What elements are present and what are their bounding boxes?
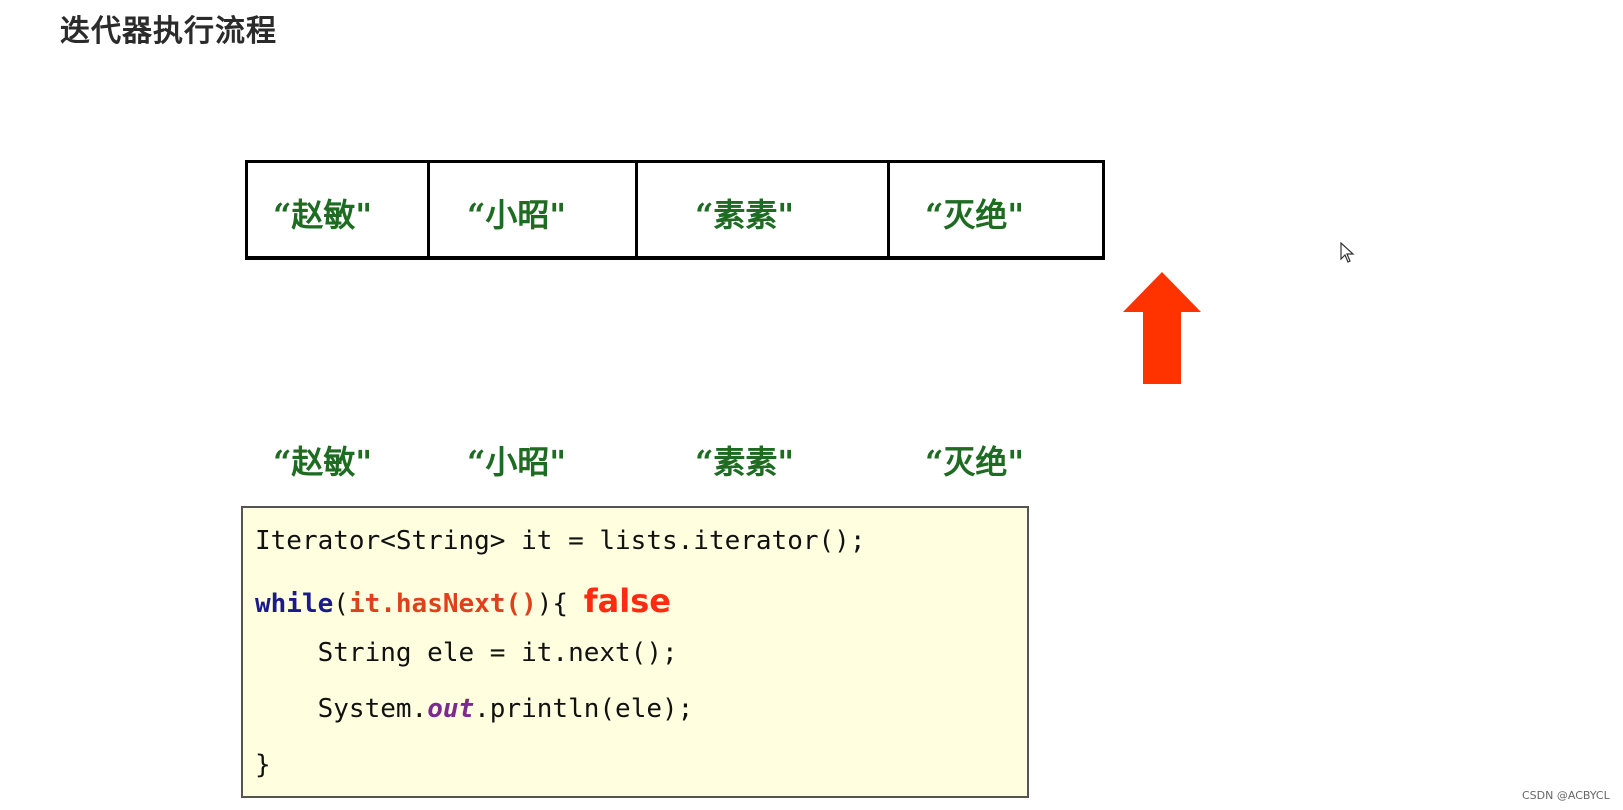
- code-line-1: Iterator<String> it = lists.iterator();: [255, 526, 866, 556]
- open-paren: (: [333, 589, 349, 619]
- code-line-5: }: [255, 750, 271, 780]
- array-separator: [635, 160, 638, 258]
- close-brace: ){: [536, 589, 569, 619]
- code-line-2: while(it.hasNext()){ false: [255, 582, 671, 620]
- array-bottom-border: [245, 256, 1105, 260]
- array-separator: [1102, 160, 1105, 258]
- array-cell-4: “灭绝": [925, 196, 1025, 234]
- element-3: “素素": [695, 443, 795, 481]
- array-separator: [245, 160, 248, 258]
- watermark: CSDN @ACBYCL: [1522, 789, 1610, 802]
- array-cell-1: “赵敏": [273, 196, 373, 234]
- collection-array: “赵敏" “小昭" “素素" “灭绝": [245, 160, 1105, 260]
- array-separator: [427, 160, 430, 258]
- element-4: “灭绝": [925, 443, 1025, 481]
- array-separator: [887, 160, 890, 258]
- code-line-4: System.out.println(ele);: [255, 694, 694, 724]
- hasnext-result: false: [583, 582, 671, 620]
- element-1: “赵敏": [273, 443, 373, 481]
- system-prefix: System.: [255, 694, 428, 724]
- array-top-border: [245, 160, 1105, 163]
- up-arrow-icon: [1123, 272, 1201, 384]
- array-cell-3: “素素": [695, 196, 795, 234]
- while-keyword: while: [255, 589, 334, 619]
- println-suffix: .println(ele);: [474, 694, 694, 724]
- array-cell-2: “小昭": [467, 196, 567, 234]
- element-2: “小昭": [467, 443, 567, 481]
- mouse-cursor-icon: [1340, 242, 1355, 263]
- out-field: out: [427, 694, 475, 724]
- page-title: 迭代器执行流程: [60, 14, 277, 49]
- code-line-3: String ele = it.next();: [255, 638, 678, 668]
- code-block: Iterator<String> it = lists.iterator(); …: [241, 506, 1029, 798]
- hasnext-call: it.hasNext(): [348, 589, 537, 619]
